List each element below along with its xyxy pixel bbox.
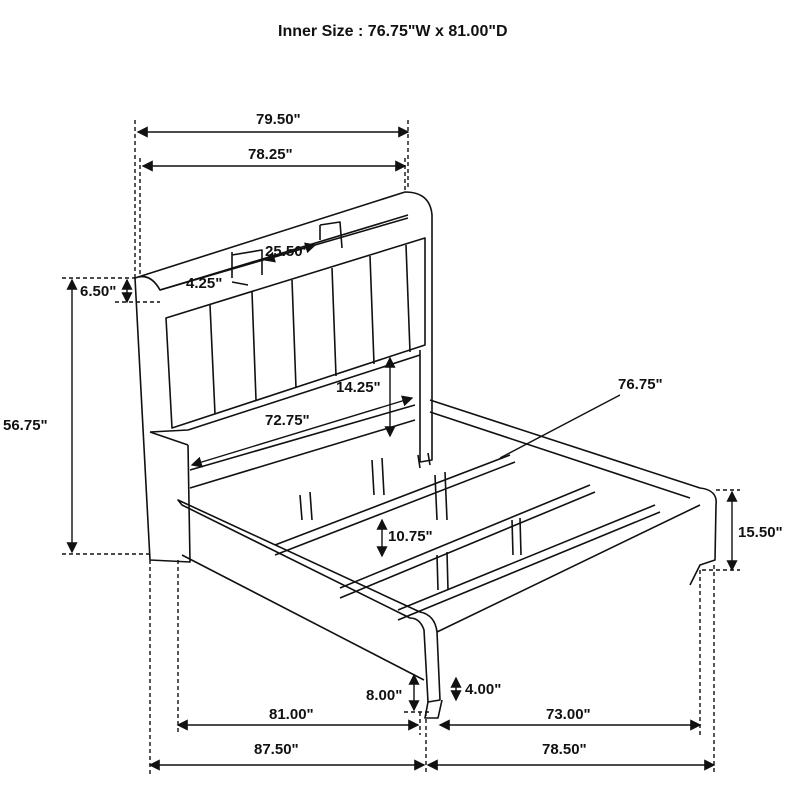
panel-channels <box>209 244 411 415</box>
shelf-depth-label: 4.25" <box>186 275 223 292</box>
side-rail <box>429 399 717 586</box>
footboard-width-label: 73.00" <box>546 706 591 723</box>
overall-length-label: 87.50" <box>254 741 299 758</box>
inner-width-label: 76.75" <box>618 376 663 393</box>
lower-headboard <box>149 354 421 446</box>
shelf-height-label: 6.50" <box>80 283 117 300</box>
rail-height-label: 10.75" <box>388 528 433 545</box>
shelf-width-label: 25.50" <box>265 243 310 260</box>
headboard-clearance-label: 14.25" <box>336 379 381 396</box>
foot-legs <box>424 699 443 719</box>
upholstered-panel <box>165 237 426 429</box>
slats <box>274 454 661 621</box>
floor-clearance-label: 8.00" <box>366 687 403 704</box>
headboard-outline <box>134 191 433 563</box>
inner-size-title: Inner Size : 76.75"W x 81.00"D <box>278 23 508 40</box>
footboard <box>177 499 701 703</box>
inner-length-label: 81.00" <box>269 706 314 723</box>
headboard-width-label: 78.25" <box>248 146 293 163</box>
overall-footboard-width-label: 78.50" <box>542 741 587 758</box>
footboard-height-label: 15.50" <box>738 524 783 541</box>
overall-width-label: 79.50" <box>256 111 301 128</box>
legs <box>299 452 522 591</box>
headboard-height-label: 56.75" <box>3 417 48 434</box>
inner-headboard-width-label: 72.75" <box>265 412 310 429</box>
leg-height-label: 4.00" <box>465 681 502 698</box>
